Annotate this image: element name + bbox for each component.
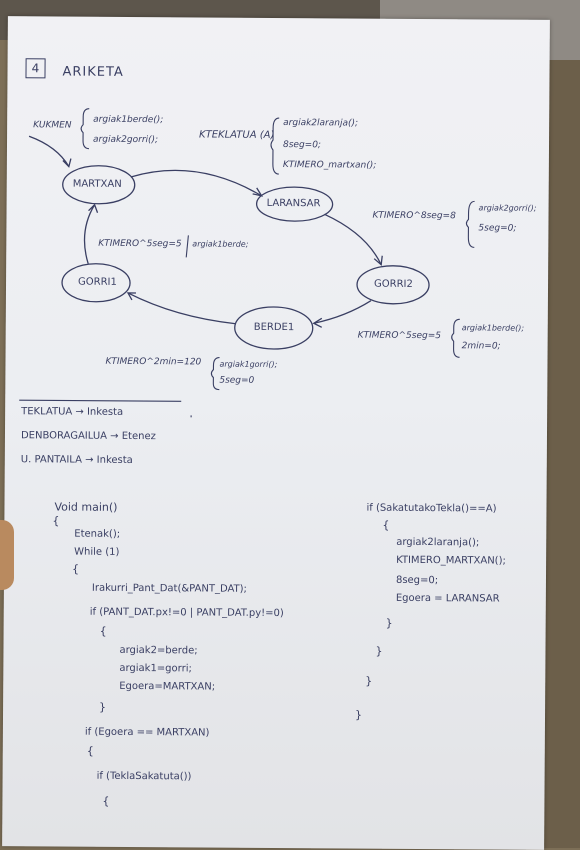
state-label-gorri1: GORRI1 <box>78 277 117 288</box>
start-action-1: argiak1berde(); <box>93 115 163 125</box>
t4-action-2: 5seg=0 <box>219 376 254 386</box>
code-right-line-6: Egoera = LARANSAR <box>396 593 500 605</box>
t1-condition: KTEKLATUA (A) <box>199 129 274 141</box>
code-left-line-13: if (Egoera == MARTXAN) <box>85 727 210 739</box>
code-right-line-3: argiak2laranja(); <box>396 537 479 549</box>
state-label-martxan: MARTXAN <box>73 179 122 190</box>
arrow-gorri1-martxan <box>84 205 94 264</box>
code-right-line-10: } <box>355 709 362 722</box>
code-right-line-2: { <box>382 519 389 532</box>
code-right-line-1: if (SakatutakoTekla()==A) <box>366 503 496 515</box>
t4-action-1: argiak1gorri(); <box>219 360 277 369</box>
arrow-berde1-gorri1 <box>128 293 236 324</box>
arrow-laransa-gorri2 <box>324 214 381 264</box>
paper-sheet: 4 ARIKETA MARTXAN LARANSAR <box>2 16 550 850</box>
t1-action-1: argiak2laranja(); <box>283 118 358 129</box>
t1-action-2: 8seg=0; <box>283 140 321 150</box>
code-left-line-5: { <box>72 563 79 576</box>
state-label-laransa: LARANSAR <box>267 198 321 209</box>
t3-condition: KTIMERO^5seg=5 <box>358 331 441 342</box>
code-left-line-1: Void main() <box>54 500 117 513</box>
arrow-martxan-laransa <box>131 170 262 196</box>
legend-line-3: U. PANTAILA → Inkesta <box>21 454 133 466</box>
state-label-gorri2: GORRI2 <box>374 279 413 290</box>
code-right-line-7: } <box>386 617 393 630</box>
state-label-berde1: BERDE1 <box>254 322 295 333</box>
code-right-line-8: } <box>375 645 382 658</box>
t3-action-2: 2min=0; <box>462 341 501 351</box>
start-condition: KUKMEN <box>33 120 71 130</box>
code-right-line-9: } <box>365 675 372 688</box>
start-action-2: argiak2gorri(); <box>93 135 158 145</box>
legend-line-1: TEKLATUA → Inkesta <box>21 406 123 418</box>
code-left-line-4: While (1) <box>74 547 119 558</box>
arrow-gorri2-berde1 <box>314 300 371 323</box>
t5-action-1: argiak1berde; <box>192 239 248 248</box>
code-left-line-11: Egoera=MARTXAN; <box>119 681 215 693</box>
code-left-line-6: Irakurri_Pant_Dat(&PANT_DAT); <box>92 583 247 595</box>
t5-condition: KTIMERO^5seg=5 <box>98 239 181 250</box>
code-right-line-5: 8seg=0; <box>396 575 438 586</box>
arrow-start <box>29 136 69 166</box>
hand-edge <box>0 520 14 590</box>
code-right-line-4: KTIMERO_MARTXAN(); <box>396 555 506 567</box>
t2-action-1: argiak2gorri(); <box>479 203 537 212</box>
code-left-line-10: argiak1=gorri; <box>119 663 192 675</box>
code-left-line-2: { <box>52 514 59 527</box>
code-left-line-12: } <box>99 701 106 714</box>
code-left-line-3: Etenak(); <box>74 529 120 540</box>
code-left-line-8: { <box>100 625 107 638</box>
t1-action-3: KTIMERO_martxan(); <box>283 160 377 171</box>
t2-condition: KTIMERO^8seg=8 <box>372 211 455 222</box>
code-left-line-15: if (TeklaSakatuta()) <box>97 771 192 783</box>
t2-action-2: 5seg=0; <box>478 223 516 233</box>
t3-action-1: argiak1berde(); <box>462 323 524 332</box>
t4-condition: KTIMERO^2min=120 <box>105 357 201 368</box>
code-left-line-9: argiak2=berde; <box>119 645 197 657</box>
code-left-line-7: if (PANT_DAT.px!=0 | PANT_DAT.py!=0) <box>90 607 284 619</box>
code-left-line-14: { <box>87 745 94 758</box>
legend-line-2: DENBORAGAILUA → Etenez <box>21 430 156 442</box>
code-left-line-16: { <box>102 795 109 808</box>
